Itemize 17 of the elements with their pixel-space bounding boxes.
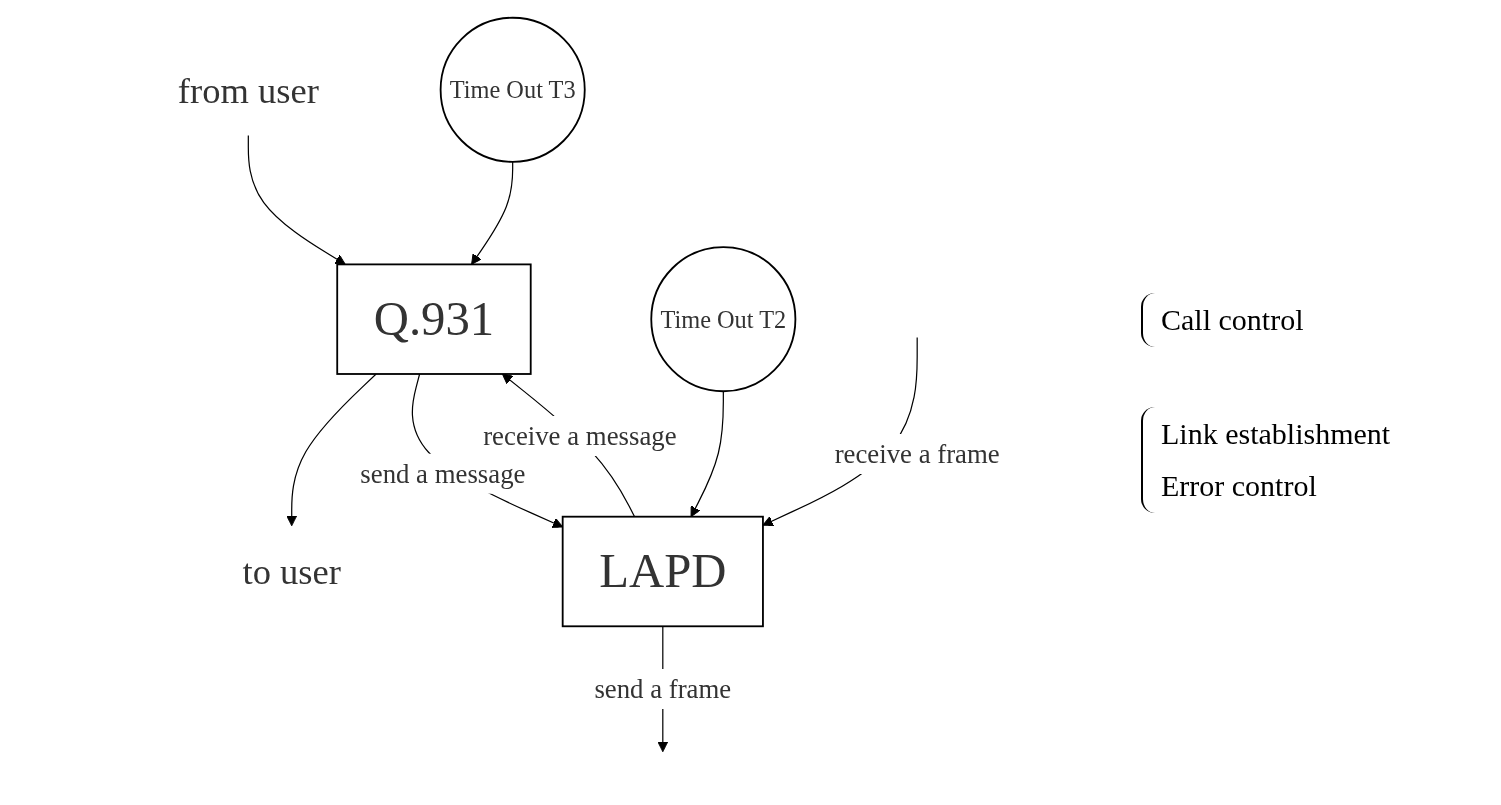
node-circle: Time Out T2 (650, 245, 797, 392)
edge-label: receive a frame (834, 438, 1000, 469)
node-circle: Time Out T3 (439, 16, 586, 163)
edge-label: receive a message (483, 420, 677, 451)
arrow (471, 160, 514, 265)
edge-label: send a message (360, 457, 526, 489)
node-text: from user (177, 69, 319, 110)
node-box: LAPD (561, 515, 764, 627)
edge-label: send a frame (594, 673, 732, 704)
layer-function-label: Link establishment (1161, 416, 1392, 451)
arrow (690, 390, 724, 517)
node-text: to user (242, 550, 341, 592)
node-box: Q.931 (336, 262, 532, 375)
arrow (286, 372, 377, 526)
layer-function-label: Call control (1161, 302, 1305, 337)
arrow (247, 134, 346, 265)
layer-function-label: Error control (1161, 468, 1318, 503)
